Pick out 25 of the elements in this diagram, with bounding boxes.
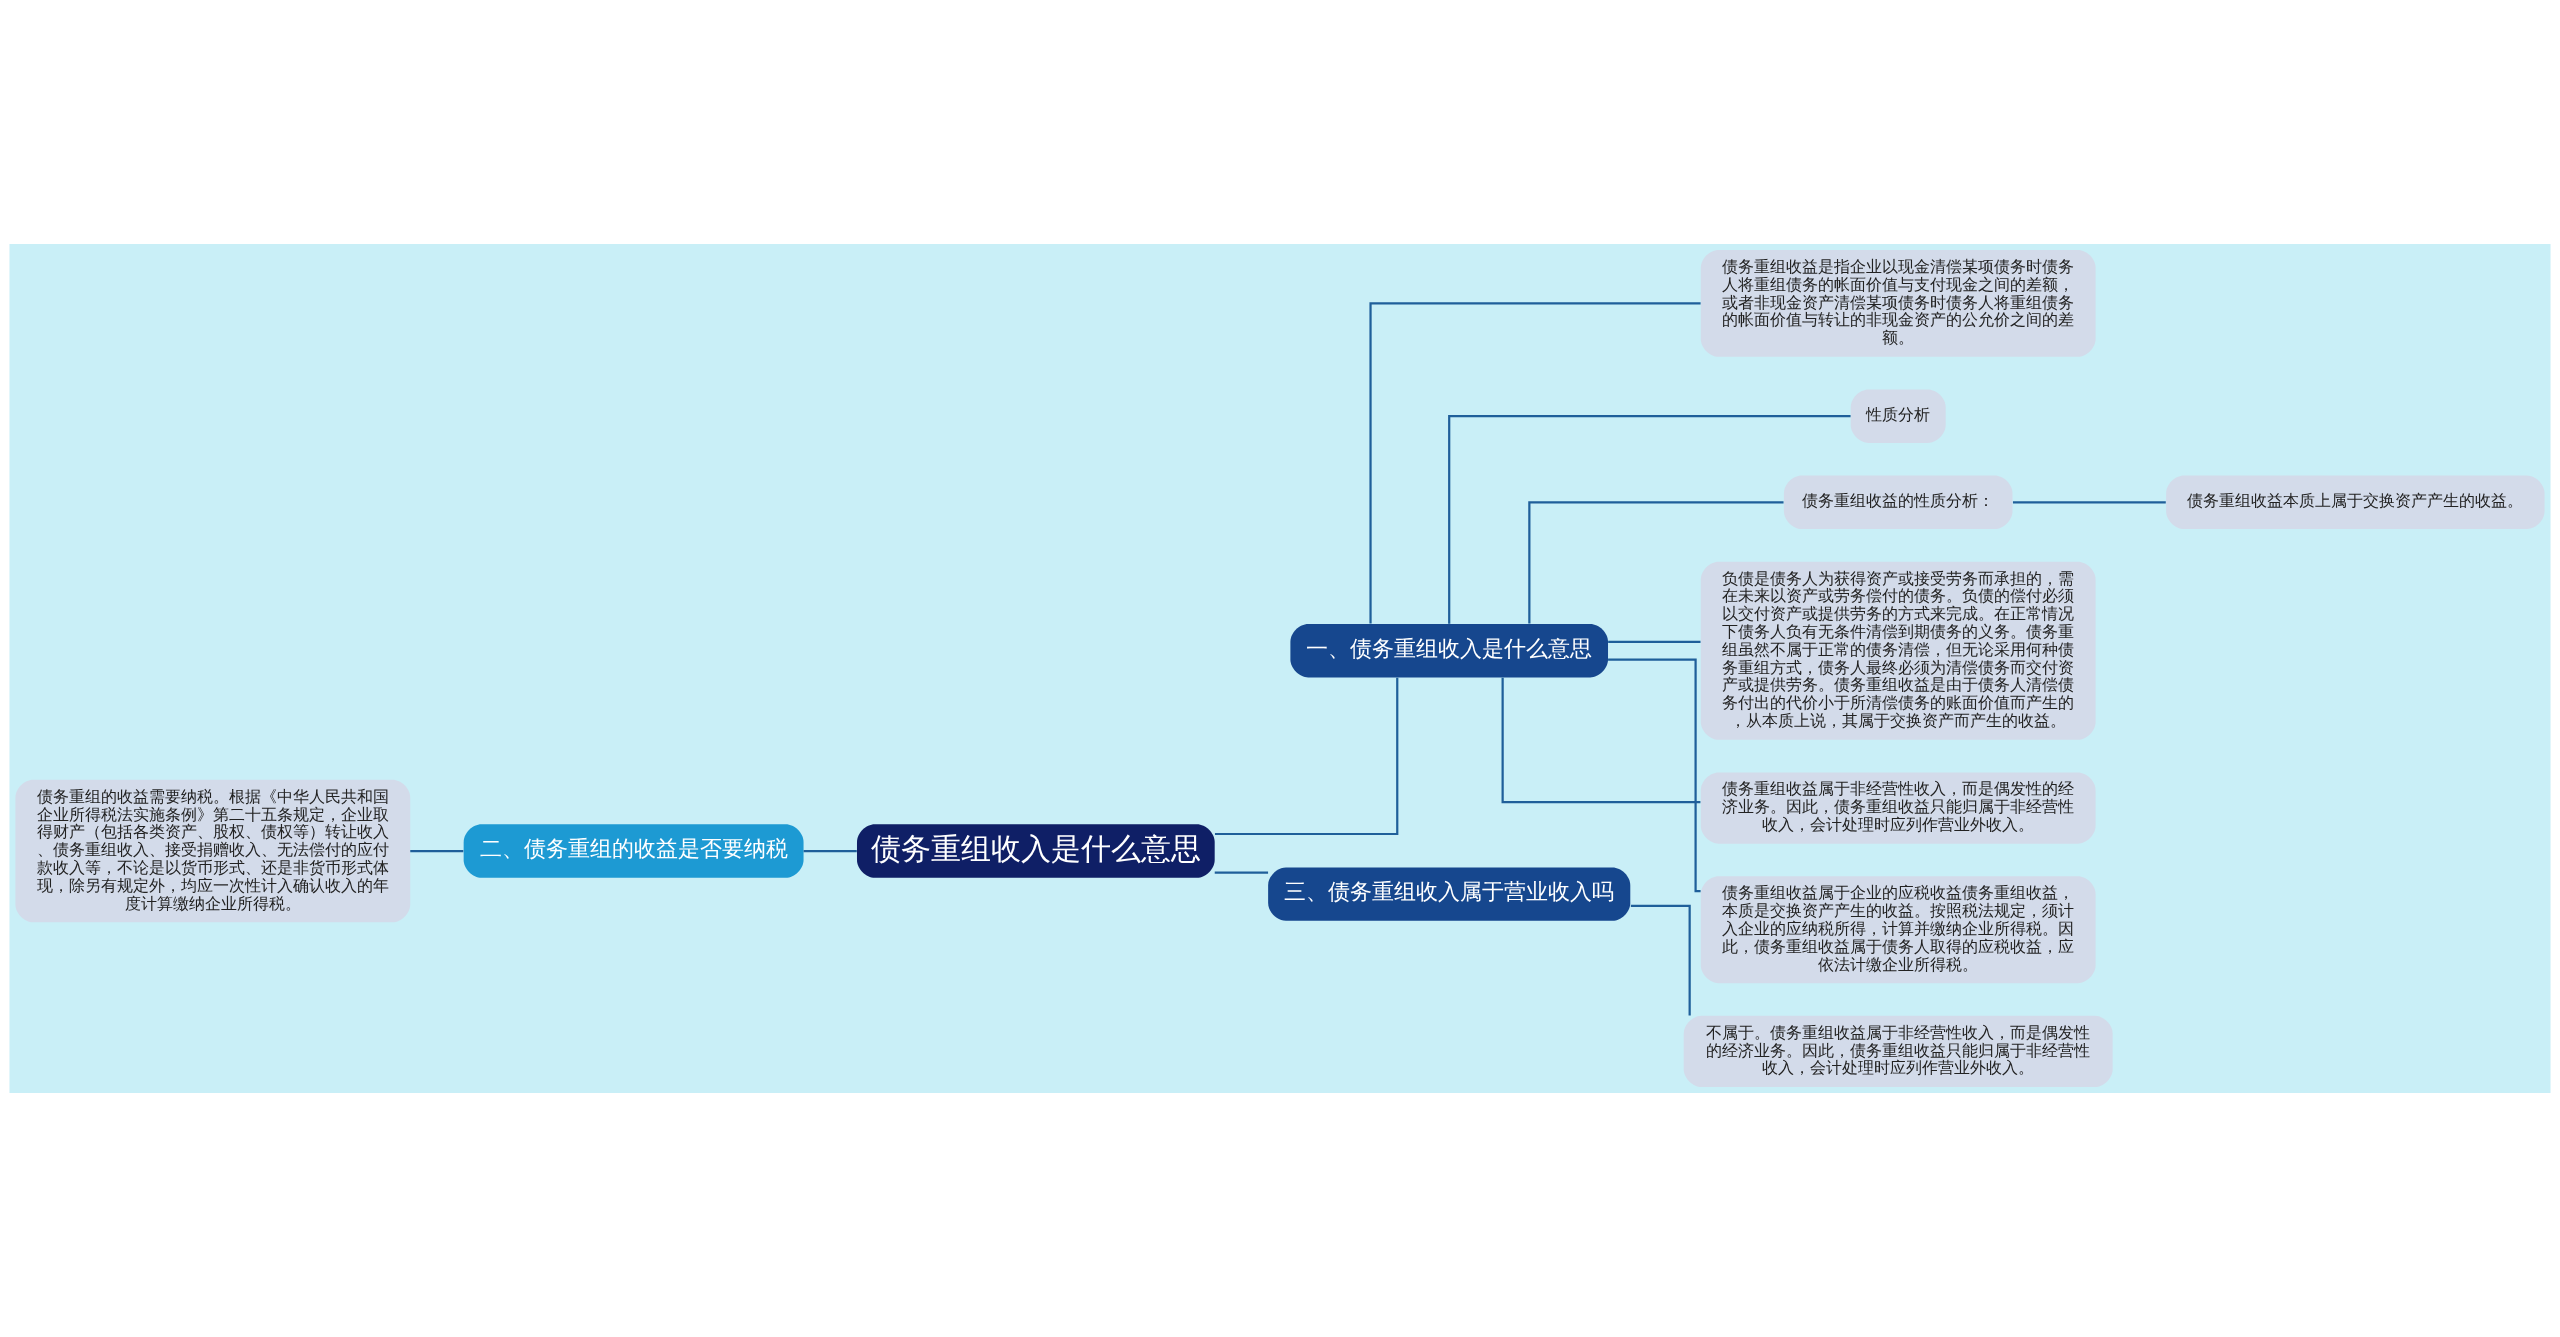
connector xyxy=(2012,501,2166,504)
node-box: 债务重组收益属于非经营性收入，而是偶发性的经济业务。因此，债务重组收益只能归属于非经营性收入，会计处理时应列作营业外收入。 xyxy=(1700,772,2096,844)
node-box: 债务重组收益是指企业以现金清偿某项债务时债务人将重组债务的帐面价值与支付现金之间的差额，或者非现金资产清偿某项债务时债务人将重组债务的帐面价值与转让的非现金资产的公允价之间的差额。 xyxy=(1700,249,2096,357)
connector xyxy=(1608,640,1701,643)
node-box: 债务重组的收益需要纳税。根据《中华人民共和国企业所得税法实施条例》第二十五条规定，企业取得财产（包括各类资产、股权、债权等）转让收入、债务重组收入、接受捐赠收入、无法偿付的应付款收入等，不论是以货币形式、还是非货币形式体现，除另有规定外，均应一次性计入确认收入的年度计算缴纳企业所得税。 xyxy=(15,779,411,923)
connector xyxy=(410,849,464,853)
node-box: 债务重组收益本质上属于交换资产产生的收益。 xyxy=(2166,475,2545,529)
connector xyxy=(1214,677,1399,836)
node-box: 三、债务重组收入属于营业收入吗 xyxy=(1268,867,1631,921)
connector xyxy=(1630,904,1691,1016)
connector xyxy=(1448,415,1851,624)
node-box: 债务重组收入是什么意思 xyxy=(857,824,1215,878)
node-box: 债务重组收益属于企业的应税收益债务重组收益，本质是交换资产产生的收益。按照税法规定，须计入企业的应纳税所得，计算并缴纳企业所得税。因此，债务重组收益属于债务人取得的应税收益，应依法计缴企业所得税。 xyxy=(1700,876,2096,984)
connector xyxy=(1369,302,1701,624)
node-box: 二、债务重组的收益是否要纳税 xyxy=(463,824,804,878)
node-box: 债务重组收益的性质分析： xyxy=(1783,475,2013,529)
node-box: 一、债务重组收入是什么意思 xyxy=(1290,623,1608,678)
node-box: 负债是债务人为获得资产或接受劳务而承担的，需在未来以资产或劳务偿付的债务。负债的偿付必须以交付资产或提供劳务的方式来完成。在正常情况下债务人负有无条件清偿到期债务的义务。债务重组虽然不属于正常的债务清偿，但无论采用何种债务重组方式，债务人最终必须为清偿债务而交付资产或提供劳务。债务重组收益是由于债务人清偿债务付出的代价小于所清偿债务的账面价值而产生的，从本质上说，其属于交换资产而产生的收益。 xyxy=(1700,561,2096,740)
connector xyxy=(1501,677,1701,804)
connector xyxy=(803,849,857,853)
connector xyxy=(1608,658,1701,893)
connector xyxy=(1528,501,1784,624)
node-box: 不属于。债务重组收益属于非经营性收入，而是偶发性的经济业务。因此，债务重组收益只能归属于非经营性收入，会计处理时应列作营业外收入。 xyxy=(1683,1015,2113,1088)
node-box: 性质分析 xyxy=(1850,389,1946,443)
connector xyxy=(1214,871,1269,874)
